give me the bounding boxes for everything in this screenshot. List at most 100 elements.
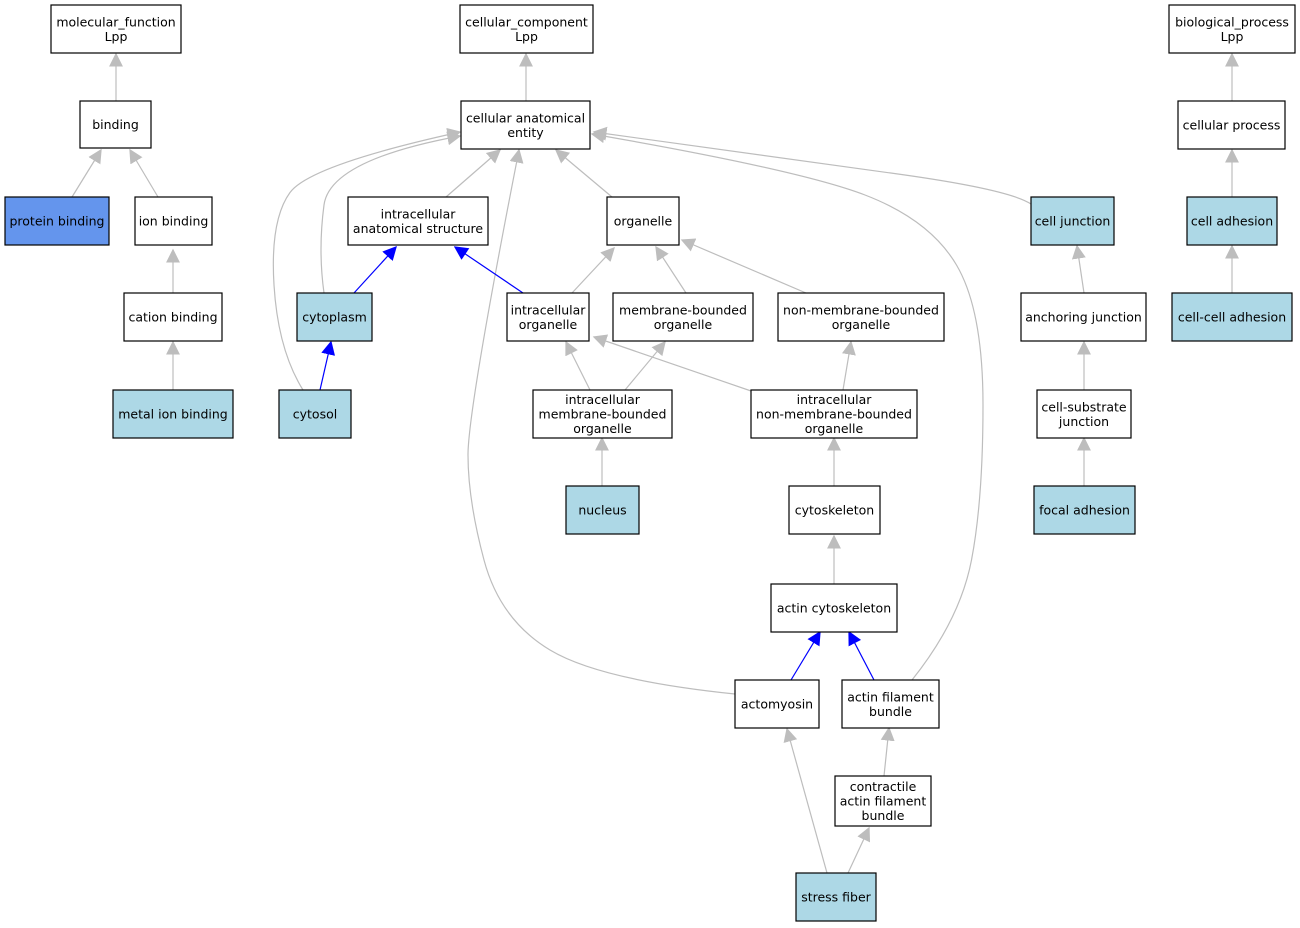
node-org[interactable]: organelle [606,196,680,246]
edge-inmbo-to-io [592,334,755,393]
edge-ion-to-binding [129,148,159,198]
node-box [347,196,489,246]
node-label: nucleus [578,503,626,518]
node-label: non-membrane-bounded [783,302,939,317]
node-label: intracellular [381,206,457,221]
node-cadh[interactable]: cell adhesion [1186,196,1278,246]
edge-cytosol-to-cae [272,127,462,391]
node-cj[interactable]: cell junction [1030,196,1115,246]
edges-layer [71,52,1239,874]
node-cation[interactable]: cation binding [123,292,223,342]
node-ion[interactable]: ion binding [134,196,213,246]
node-ccadh[interactable]: cell-cell adhesion [1171,292,1293,342]
edge-imbo-to-mbo [624,340,666,391]
node-label: intracellular [565,392,641,407]
node-box [4,196,110,246]
edge-actomyosin-to-acsk [790,630,821,681]
node-label: intracellular [797,392,873,407]
node-box [1186,196,1278,246]
node-label: non-membrane-bounded [756,407,912,422]
node-label: bundle [862,808,905,823]
node-label: Lpp [515,29,538,44]
node-label: actin cytoskeleton [777,601,891,616]
node-pbind[interactable]: protein binding [4,196,110,246]
node-box [134,196,213,246]
node-label: ion binding [139,214,209,229]
edge-nmbo-to-org [680,238,807,294]
node-fa[interactable]: focal adhesion [1033,485,1136,535]
node-box [1033,485,1136,535]
node-aj[interactable]: anchoring junction [1020,292,1147,342]
node-box [788,485,881,535]
node-metal[interactable]: metal ion binding [112,389,234,439]
node-label: intracellular [511,302,587,317]
node-box [734,679,820,729]
node-box [123,292,223,342]
node-nucleus[interactable]: nucleus [565,485,640,535]
edge-pbind-to-binding [71,148,102,198]
edge-io-to-ias [453,246,524,294]
node-label: biological_process [1175,14,1289,29]
node-label: cell-cell adhesion [1178,310,1286,325]
edge-imbo-to-io [565,340,591,391]
node-box [1036,389,1132,439]
edge-afb-to-acsk [848,630,875,681]
node-label: organelle [573,421,632,436]
node-label: entity [507,125,544,140]
node-box [1020,292,1147,342]
edge-afb-to-cae [590,129,984,681]
node-label: cell-substrate [1041,399,1127,414]
node-box [841,679,940,729]
node-box [460,100,591,150]
node-box [79,100,152,149]
node-binding[interactable]: binding [79,100,152,149]
node-cytosk[interactable]: cytoskeleton [788,485,881,535]
node-label: cellular_component [465,14,588,29]
edge-sf-to-cafb [847,826,871,874]
node-box [459,4,594,54]
node-label: cytoskeleton [795,503,874,518]
edge-org-to-cae [554,149,613,198]
node-box [506,292,590,342]
edge-cyto-to-ias [353,245,397,294]
node-label: protein binding [9,214,104,229]
node-label: organelle [519,317,578,332]
node-label: anchoring junction [1025,310,1142,325]
edge-io-to-org [571,246,615,294]
node-cytosol[interactable]: cytosol [278,389,352,439]
node-label: organelle [654,317,713,332]
node-box [606,196,680,246]
node-label: molecular_function [56,14,175,29]
node-box [770,583,898,633]
node-label: cellular process [1183,118,1281,133]
node-sf[interactable]: stress fiber [795,872,877,922]
node-box [777,292,945,342]
node-label: cytosol [293,407,337,422]
node-box [1168,4,1296,54]
node-label: anatomical structure [353,221,483,236]
node-box [565,485,640,535]
edge-mbo-to-org [655,245,687,294]
edge-cyto-to-cae [320,131,462,294]
node-label: membrane-bounded [539,407,667,422]
edge-ias-to-cae [445,149,502,198]
node-actomyosin[interactable]: actomyosin [734,679,820,729]
node-label: actin filament [847,689,934,704]
node-inmbo[interactable]: intracellularnon-membrane-boundedorganel… [750,389,918,439]
node-label: bundle [869,704,912,719]
node-cyto[interactable]: cytoplasm [296,292,373,342]
node-cproc[interactable]: cellular process [1177,100,1286,150]
node-acsk[interactable]: actin cytoskeleton [770,583,898,633]
